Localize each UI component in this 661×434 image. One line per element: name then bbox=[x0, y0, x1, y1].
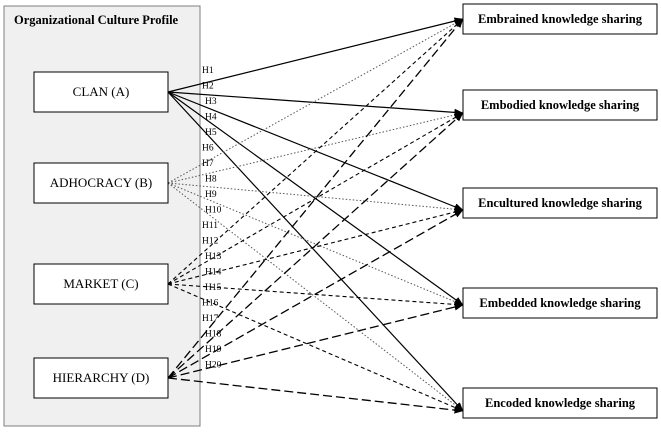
hypothesis-label-h19: H19 bbox=[205, 345, 222, 355]
outcome-box-embedded: Embedded knowledge sharing bbox=[462, 287, 658, 319]
hypothesis-link-h10 bbox=[167, 182, 464, 412]
hypothesis-link-h1 bbox=[167, 17, 464, 93]
hypothesis-link-h5 bbox=[167, 91, 464, 412]
hypothesis-label-h13: H13 bbox=[205, 252, 222, 262]
hypothesis-labels: H1H2H3H4H5H6H7H8H9H10H11H12H13H14H15H16H… bbox=[202, 66, 222, 371]
hypothesis-link-h17 bbox=[167, 112, 464, 379]
outcome-label-embodied: Embodied knowledge sharing bbox=[481, 98, 640, 112]
hypothesis-label-h5: H5 bbox=[205, 128, 217, 138]
hypothesis-link-h11 bbox=[167, 18, 464, 285]
hypothesis-link-h8 bbox=[167, 182, 464, 213]
hypothesis-label-h6: H6 bbox=[202, 144, 214, 154]
culture-label-market: MARKET (C) bbox=[63, 276, 138, 291]
hypothesis-link-h12 bbox=[167, 112, 464, 285]
hypothesis-label-h20: H20 bbox=[205, 361, 222, 371]
hypothesis-label-h4: H4 bbox=[205, 113, 217, 123]
hypothesis-link-h9 bbox=[167, 182, 464, 306]
culture-label-clan: CLAN (A) bbox=[73, 84, 130, 99]
culture-box-clan: CLAN (A) bbox=[33, 71, 169, 113]
panel-title: Organizational Culture Profile bbox=[14, 13, 179, 27]
outcome-box-encultured: Encultured knowledge sharing bbox=[462, 187, 658, 219]
hypothesis-link-h13 bbox=[167, 208, 464, 285]
hypothesis-label-h9: H9 bbox=[205, 190, 217, 200]
hypothesis-label-h1: H1 bbox=[202, 66, 214, 76]
hypothesis-label-h7: H7 bbox=[202, 159, 214, 169]
hypothesis-link-h7 bbox=[167, 111, 464, 184]
culture-label-adhocracy: ADHOCRACY (B) bbox=[50, 175, 152, 190]
culture-box-hierarchy: HIERARCHY (D) bbox=[33, 357, 169, 399]
outcome-label-encoded: Encoded knowledge sharing bbox=[485, 396, 636, 410]
culture-box-market: MARKET (C) bbox=[33, 263, 169, 305]
outcome-box-embodied: Embodied knowledge sharing bbox=[462, 89, 658, 121]
hypothesis-link-h15 bbox=[167, 283, 464, 412]
hypothesis-label-h8: H8 bbox=[205, 175, 217, 185]
hypothesis-label-h11: H11 bbox=[202, 221, 218, 231]
hypothesis-label-h16: H16 bbox=[202, 299, 219, 309]
hypothesis-link-h2 bbox=[167, 91, 464, 116]
outcome-label-embedded: Embedded knowledge sharing bbox=[479, 296, 641, 310]
hypothesis-label-h2: H2 bbox=[202, 82, 214, 92]
hypothesis-link-h6 bbox=[167, 18, 464, 184]
hypothesis-label-h10: H10 bbox=[205, 206, 222, 216]
hypothesis-link-h20 bbox=[167, 377, 464, 414]
hypothesis-label-h17: H17 bbox=[202, 314, 219, 324]
outcome-box-encoded: Encoded knowledge sharing bbox=[462, 387, 658, 419]
hypothesis-label-h15: H15 bbox=[205, 283, 222, 293]
culture-box-adhocracy: ADHOCRACY (B) bbox=[33, 162, 169, 204]
hypothesis-label-h14: H14 bbox=[205, 268, 222, 278]
hypothesis-label-h3: H3 bbox=[205, 97, 217, 107]
hypothesis-link-h18 bbox=[167, 209, 464, 379]
hypothesis-label-h12: H12 bbox=[202, 237, 219, 247]
culture-label-hierarchy: HIERARCHY (D) bbox=[53, 370, 150, 385]
outcome-label-embrained: Embrained knowledge sharing bbox=[478, 12, 643, 26]
outcome-label-encultured: Encultured knowledge sharing bbox=[478, 196, 642, 210]
hypothesis-links bbox=[167, 17, 464, 414]
outcome-box-embrained: Embrained knowledge sharing bbox=[462, 3, 658, 35]
hypothesis-link-h19 bbox=[167, 303, 464, 379]
hypothesis-label-h18: H18 bbox=[205, 330, 222, 340]
